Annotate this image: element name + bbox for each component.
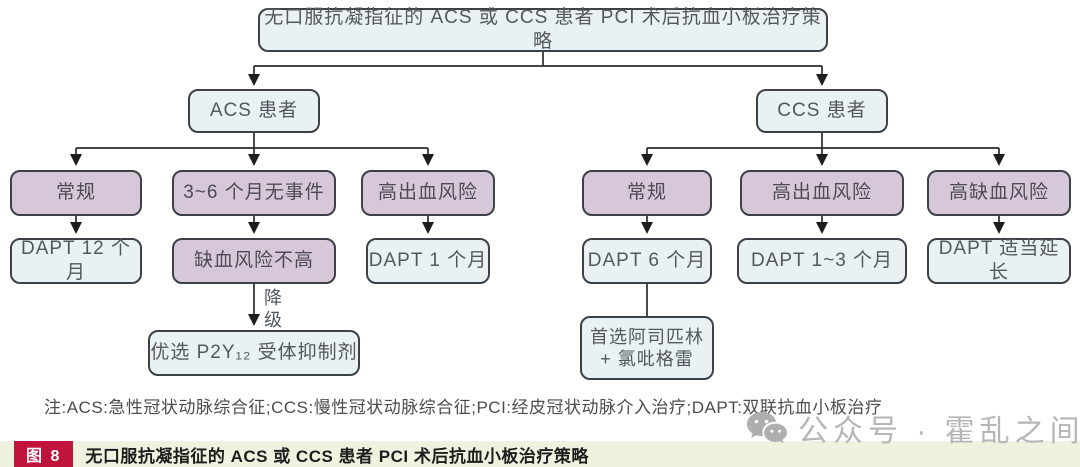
node-prefer-p2y12-inhibitor: 优选 P2Y₁₂ 受体抑制剂 [148,330,360,376]
figure-caption-text: 无口服抗凝指征的 ACS 或 CCS 患者 PCI 术后抗血小板治疗策略 [85,446,589,466]
figure-footnote: 注:ACS:急性冠状动脉综合征;CCS:慢性冠状动脉综合征;PCI:经皮冠状动脉… [44,398,883,417]
figure-caption-bar: 图 8 无口服抗凝指征的 ACS 或 CCS 患者 PCI 术后抗血小板治疗策略 [0,440,1080,467]
wechat-icon [747,412,787,444]
node-root: 无口服抗凝指征的 ACS 或 CCS 患者 PCI 术后抗血小板治疗策略 [258,7,828,52]
figure-number-badge: 图 8 [14,440,74,467]
node-acs-regular: 常规 [10,170,142,216]
node-dapt-1-month: DAPT 1 个月 [366,238,490,284]
node-ccs-regular: 常规 [582,170,712,216]
node-dapt-12-months: DAPT 12 个月 [10,238,142,284]
watermark: 公众号 · 霍乱之间 [746,406,1080,450]
node-ccs-high-ischemic-risk: 高缺血风险 [927,170,1071,216]
node-low-ischemic-risk: 缺血风险不高 [172,238,336,284]
node-aspirin-clopidogrel: 首选阿司匹林 + 氯吡格雷 [580,316,714,380]
node-acs-3to6-no-event: 3~6 个月无事件 [172,170,336,216]
watermark-text: 公众号 · 霍乱之间 [798,415,1080,448]
edge-label-downgrade: 降级 [264,288,282,330]
aspirin-line2: + 氯吡格雷 [600,349,694,369]
node-acs-high-bleeding-risk: 高出血风险 [361,170,495,216]
node-acs-patient: ACS 患者 [188,89,320,133]
node-ccs-high-bleeding-risk: 高出血风险 [740,170,904,216]
node-dapt-extend: DAPT 适当延长 [927,238,1071,284]
node-dapt-6-months: DAPT 6 个月 [582,238,712,284]
node-ccs-patient: CCS 患者 [756,89,888,133]
aspirin-line1: 首选阿司匹林 [590,326,704,347]
node-dapt-1to3-months: DAPT 1~3 个月 [737,238,907,284]
